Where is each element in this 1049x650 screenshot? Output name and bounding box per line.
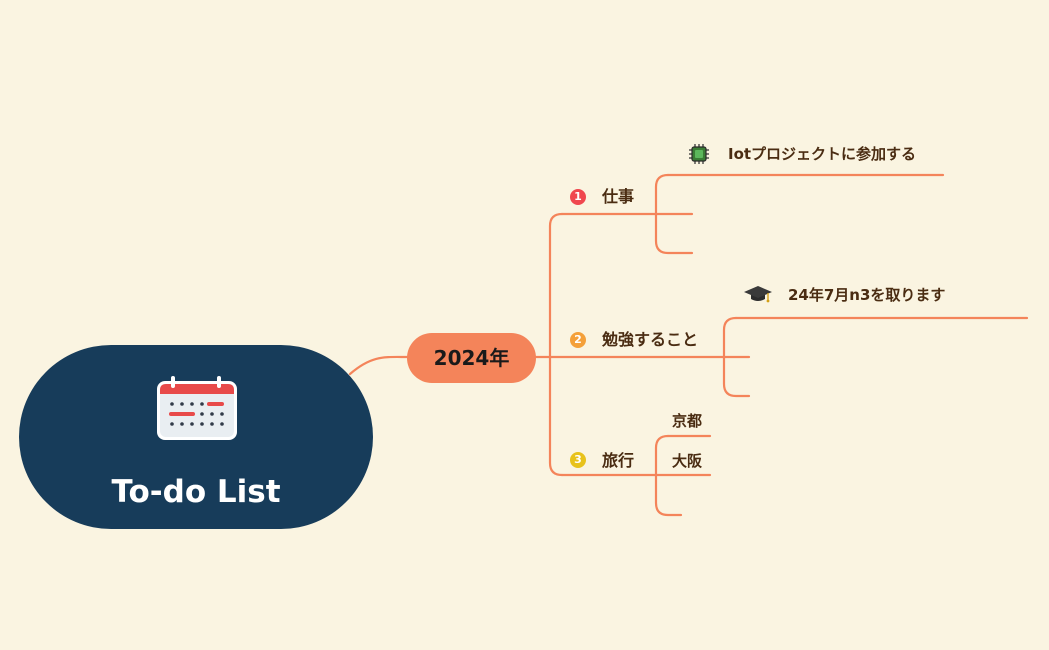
calendar-icon [157,376,237,440]
work-sub-topic-iot[interactable]: Iotプロジェクトに参加する [728,145,917,163]
travel-sub-topic-osaka[interactable]: 大阪 [672,452,703,470]
central-topic[interactable]: 2024年 [407,333,536,383]
travel-sub-topic-kyoto[interactable]: 京都 [672,412,703,430]
travel-sub-bracket [654,434,683,517]
work-sub-bracket [654,173,694,255]
priority-3-badge: 3 [570,452,586,468]
root-title: To-do List [111,474,281,510]
graduation-cap-icon [744,286,772,303]
priority-1-badge: 1 [570,189,586,205]
study-sub-bracket [722,316,751,398]
branch-study-label[interactable]: 勉強すること [602,330,699,349]
priority-2-badge: 2 [570,332,586,348]
chip-icon [689,144,709,164]
study-sub-topic-n3[interactable]: 24年7月n3を取ります [788,286,946,304]
root-to-central-connector [348,355,409,376]
branch-work-label[interactable]: 仕事 [602,187,635,206]
branch-spine [548,212,564,477]
branch-travel-label[interactable]: 旅行 [602,451,635,470]
